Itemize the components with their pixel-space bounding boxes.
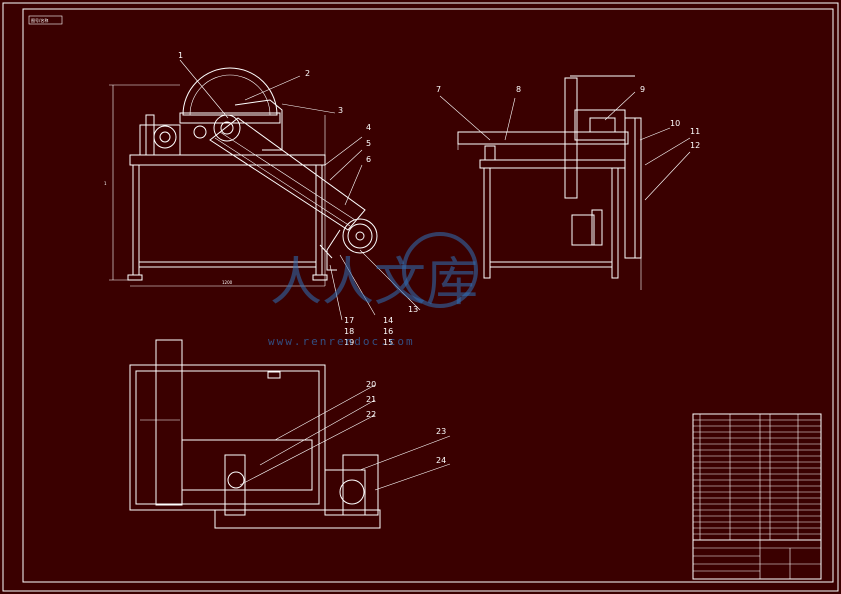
callout-18: 18 (344, 327, 354, 336)
callout-15: 15 (383, 338, 393, 347)
callout-23: 23 (436, 427, 446, 436)
callout-10: 10 (670, 119, 680, 128)
callout-2: 2 (305, 69, 310, 78)
callout-6: 6 (366, 155, 371, 164)
callout-1: 1 (178, 51, 183, 60)
callout-14: 14 (383, 316, 393, 325)
callout-7: 7 (436, 85, 441, 94)
inner-frame (22, 8, 834, 583)
callout-leaders (179, 59, 691, 491)
callout-9: 9 (640, 85, 645, 94)
callout-12: 12 (690, 141, 700, 150)
svg-text:1: 1 (104, 181, 107, 186)
callout-11: 11 (690, 127, 700, 136)
callout-8: 8 (516, 85, 521, 94)
callout-3: 3 (338, 106, 343, 115)
watermark-text: 人人文库 (270, 253, 478, 313)
svg-text:1200: 1200 (222, 280, 233, 285)
callout-17: 17 (344, 316, 354, 325)
callout-22: 22 (366, 410, 376, 419)
drawing-number-tag: 图号/名称 (31, 17, 48, 23)
front-view: 1 1200 (104, 67, 378, 287)
callout-24: 24 (436, 456, 446, 465)
top-view (129, 339, 381, 529)
watermark-logo: 人人文库 www.renrendoc.com (268, 232, 478, 348)
side-view (457, 75, 642, 290)
callout-13: 13 (408, 305, 418, 314)
callout-5: 5 (366, 139, 371, 148)
callout-4: 4 (366, 123, 371, 132)
callout-16: 16 (383, 327, 393, 336)
title-block (692, 413, 822, 580)
callout-labels: 1 2 3 4 5 6 7 8 9 10 11 12 13 14 15 16 1… (178, 51, 700, 465)
drawing-number-box (28, 15, 63, 25)
watermark-url: www.renrendoc.com (268, 335, 415, 348)
callout-20: 20 (366, 380, 376, 389)
callout-19: 19 (344, 338, 354, 347)
callout-21: 21 (366, 395, 376, 404)
